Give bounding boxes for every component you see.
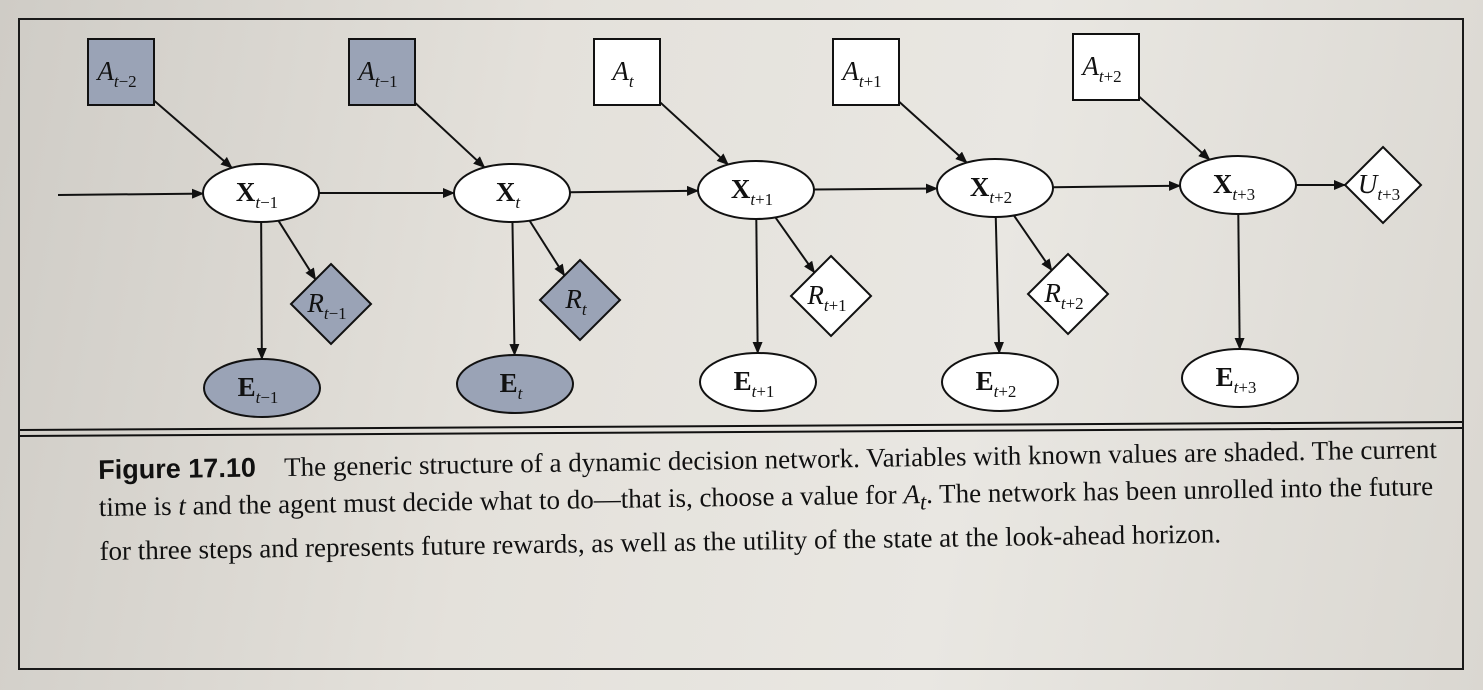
node-label: At−1 [356, 56, 397, 91]
node-shape [1343, 145, 1423, 225]
edge-x-tp2-to-e-tp2 [993, 216, 1004, 355]
node-label: Rt+1 [806, 280, 846, 315]
node-shape [789, 254, 873, 338]
edge-x-t-to-r-t [528, 220, 566, 277]
node-shape [1026, 252, 1110, 336]
edge-x-tp1-to-x-tp2 [813, 183, 939, 194]
node-r-t: Rt [538, 258, 622, 342]
node-shape [348, 38, 416, 106]
node-label: Rt−1 [306, 288, 346, 323]
node-label: Xt [496, 177, 522, 212]
edge-x-t-to-x-tp1 [569, 185, 700, 196]
node-a-tp1: At+1 [832, 38, 900, 106]
edge-x-tp3-to-e-tp3 [1234, 213, 1245, 351]
node-x-t: Xt [453, 163, 571, 223]
edge-a-tp2-to-x-tp3 [1138, 95, 1211, 161]
node-label: Et+3 [1216, 362, 1257, 397]
node-shape [289, 262, 373, 346]
node-label: At+2 [1080, 51, 1121, 86]
node-shape [1072, 33, 1140, 101]
edge-a-tp1-to-x-tp2 [898, 100, 968, 164]
node-label: Xt−1 [236, 177, 278, 212]
edge-in-to-x-tm1 [57, 188, 205, 199]
node-label: At+1 [840, 56, 881, 91]
node-shape [453, 163, 571, 223]
node-label: Ut+3 [1358, 169, 1400, 204]
node-shape [538, 258, 622, 342]
node-shape [87, 38, 155, 106]
node-shape [456, 354, 574, 414]
node-x-tp2: Xt+2 [936, 158, 1054, 218]
node-label: At [610, 56, 635, 91]
edge-x-tp2-to-r-tp2 [1013, 214, 1053, 272]
node-shape [936, 158, 1054, 218]
node-label: Xt+2 [970, 172, 1012, 207]
edge-a-tm1-to-x-t [414, 101, 486, 169]
node-u-tp3: Ut+3 [1343, 145, 1423, 225]
edge-a-tm2-to-x-tm1 [153, 99, 233, 169]
node-label: Rt [564, 284, 588, 319]
node-r-tm1: Rt−1 [289, 262, 373, 346]
node-x-tp3: Xt+3 [1179, 155, 1297, 215]
node-shape [593, 38, 661, 106]
figure-caption: Figure 17.10 The generic structure of a … [98, 431, 1440, 570]
node-shape [941, 352, 1059, 412]
node-shape [699, 352, 817, 412]
node-a-tm1: At−1 [348, 38, 416, 106]
node-r-tp2: Rt+2 [1026, 252, 1110, 336]
node-e-tp3: Et+3 [1181, 348, 1299, 408]
edge-x-tm1-to-e-tm1 [256, 221, 267, 361]
edge-x-tp2-to-x-tp3 [1052, 180, 1182, 191]
figure-frame [18, 18, 1464, 670]
node-x-tm1: Xt−1 [202, 163, 320, 223]
node-label: Et−1 [238, 372, 279, 407]
caption-divider-bottom [19, 427, 1463, 437]
node-label: At−2 [95, 56, 136, 91]
edge-x-tp1-to-r-tp1 [774, 216, 816, 274]
node-shape [697, 160, 815, 220]
caption-t-symbol: t [178, 490, 187, 521]
edge-x-tm1-to-r-tm1 [277, 220, 317, 281]
node-e-tp2: Et+2 [941, 352, 1059, 412]
node-label: Rt+2 [1043, 278, 1083, 313]
node-e-tp1: Et+1 [699, 352, 817, 412]
node-shape [203, 358, 321, 418]
nodes-layer: At−2 At−1 At At+1 At+2Xt−1 Xt Xt+1 Xt+2 Xt+3 Ut+3… [87, 33, 1423, 418]
caption-divider-top [19, 421, 1463, 431]
node-e-t: Et [456, 354, 574, 414]
node-shape [1179, 155, 1297, 215]
node-label: Xt+3 [1213, 169, 1255, 204]
node-label: Xt+1 [731, 174, 773, 209]
node-a-tp2: At+2 [1072, 33, 1140, 101]
node-a-tm2: At−2 [87, 38, 155, 106]
node-shape [202, 163, 320, 223]
node-shape [832, 38, 900, 106]
caption-text-2: and the agent must decide what to do—tha… [192, 479, 897, 521]
node-shape [1181, 348, 1299, 408]
node-a-t: At [593, 38, 661, 106]
node-label: Et+2 [976, 366, 1017, 401]
caption-a-symbol: A [903, 479, 921, 510]
figure-label: Figure 17.10 [98, 452, 257, 485]
node-label: Et+1 [734, 366, 775, 401]
edge-x-tp1-to-e-tp1 [752, 218, 763, 355]
node-e-tm1: Et−1 [203, 358, 321, 418]
edge-x-t-to-e-t [509, 221, 520, 357]
node-r-tp1: Rt+1 [789, 254, 873, 338]
edge-a-t-to-x-tp1 [659, 101, 729, 166]
node-label: Et [500, 368, 524, 403]
edges-layer [57, 95, 1346, 361]
node-x-tp1: Xt+1 [697, 160, 815, 220]
